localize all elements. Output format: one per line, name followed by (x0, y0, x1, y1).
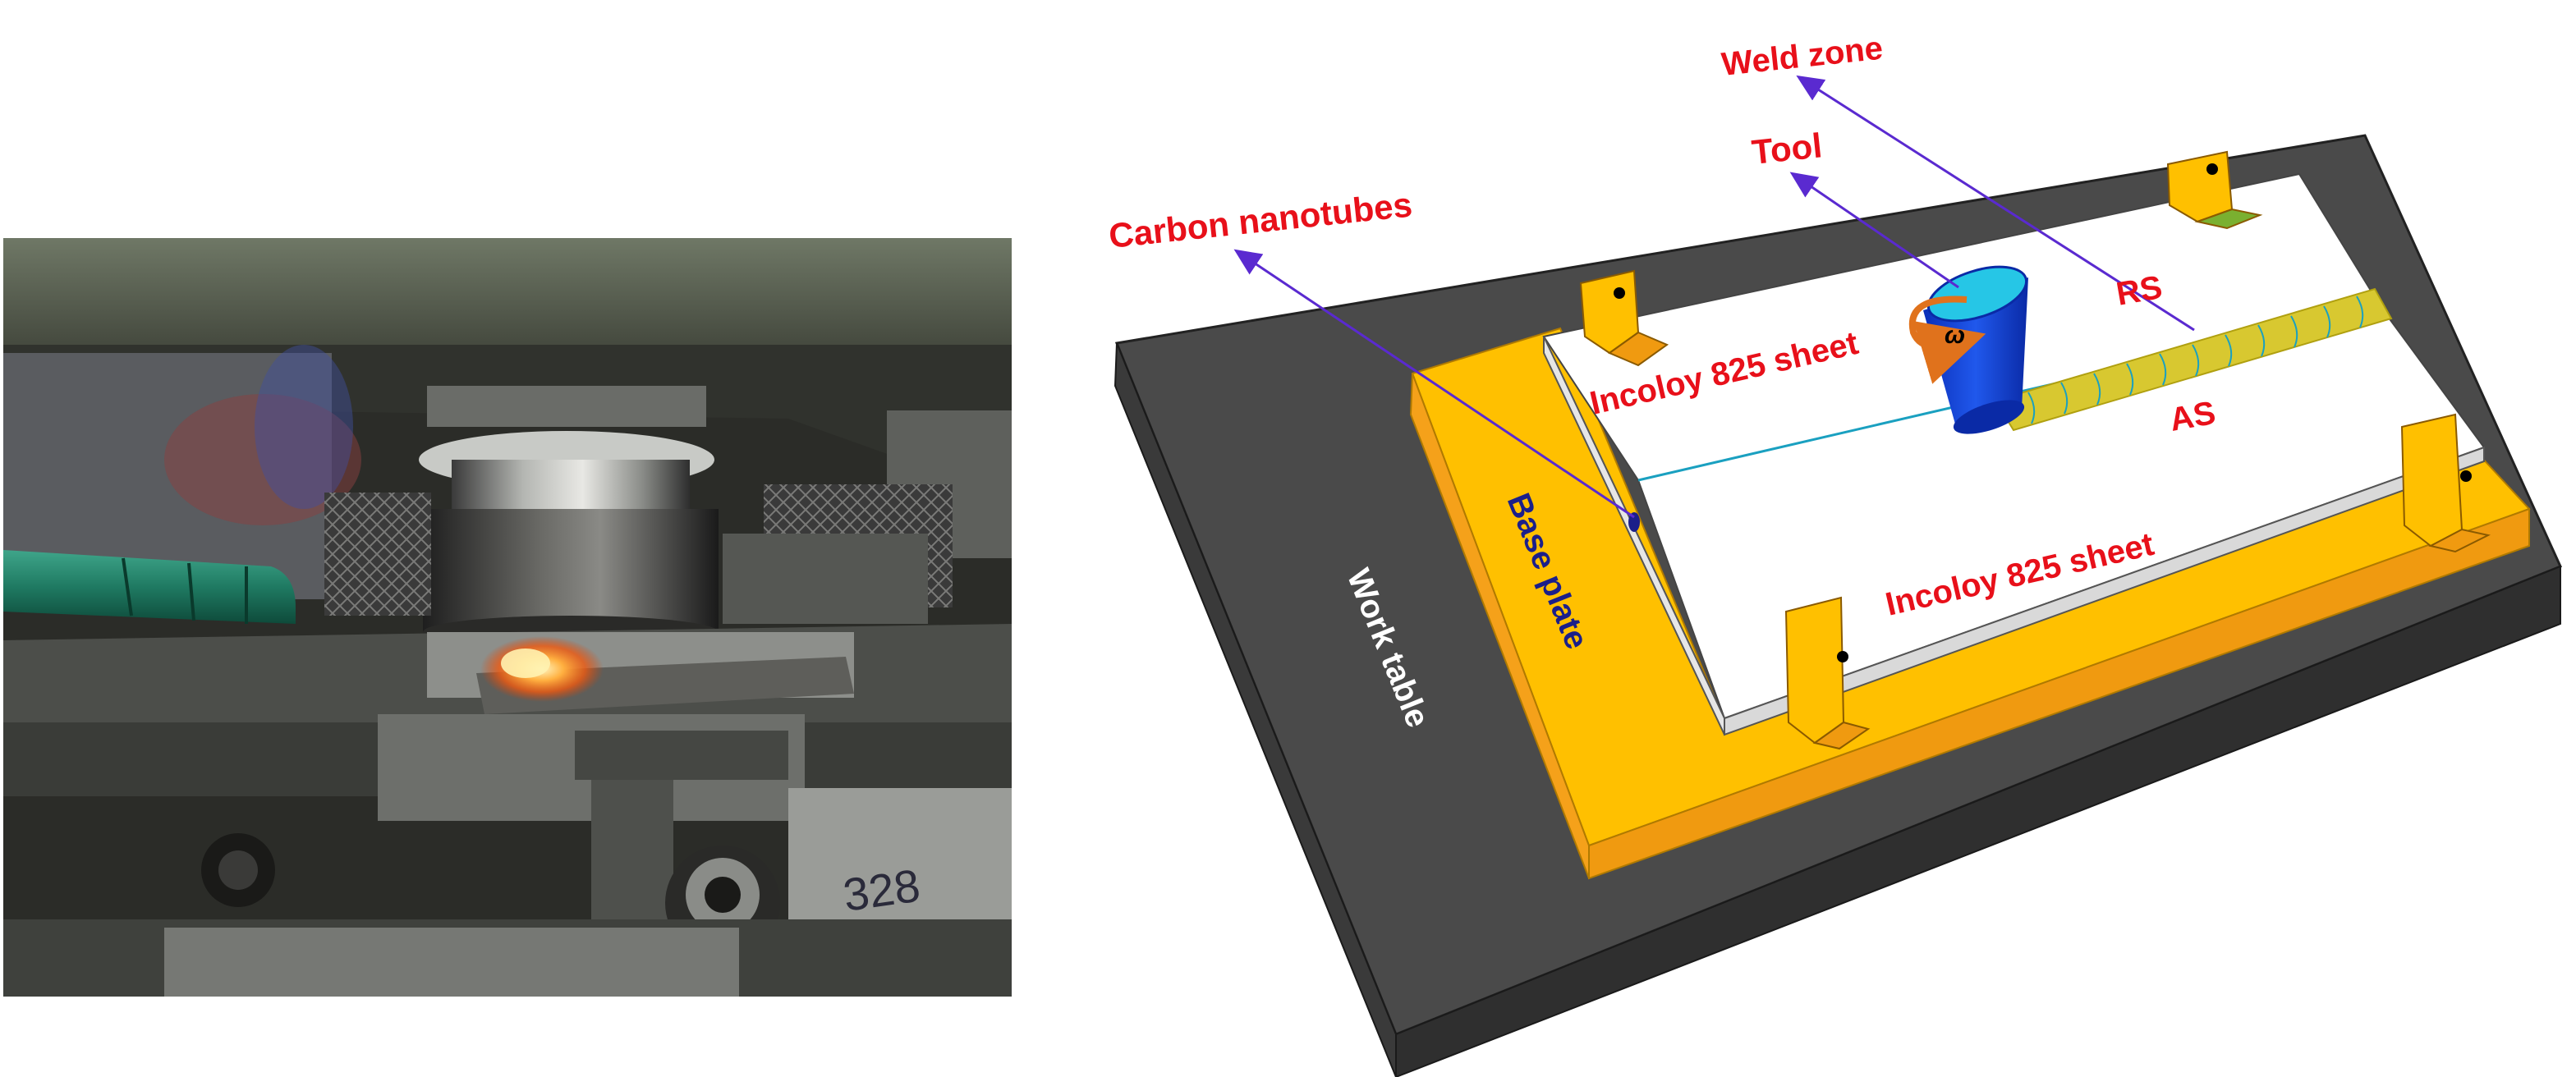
label-carbon-nanotubes: Carbon nanotubes (1107, 185, 1414, 255)
clamp-top-right (2166, 150, 2263, 230)
clamp-bottom-left (1784, 596, 1871, 750)
rotation-omega-label: ω (1945, 322, 1965, 349)
clamp-top-left (1579, 269, 1669, 367)
label-tool: Tool (1750, 126, 1824, 172)
label-as: AS (2167, 395, 2218, 438)
friction-stir-welding-photo: 328 (3, 238, 1012, 997)
leader-tool (1789, 172, 1959, 289)
clamp-bottom-right (2400, 413, 2491, 553)
label-rs: RS (2114, 269, 2165, 313)
curved-arrow-icon (1908, 296, 1986, 384)
carbon-nanotube-groove (1628, 512, 1640, 532)
incoloy-sheet-bottom (1543, 306, 2486, 736)
fsw-setup-schematic: ω Weld zone Tool Carbon nanotubes RS AS … (1107, 30, 2563, 1077)
photo-sheet-marking: 328 (840, 859, 923, 920)
leader-carbon-nanotubes (1233, 249, 1635, 519)
label-weld-zone: Weld zone (1720, 30, 1885, 83)
base-plate (1409, 327, 2531, 880)
leader-weld-zone (1796, 75, 2195, 332)
